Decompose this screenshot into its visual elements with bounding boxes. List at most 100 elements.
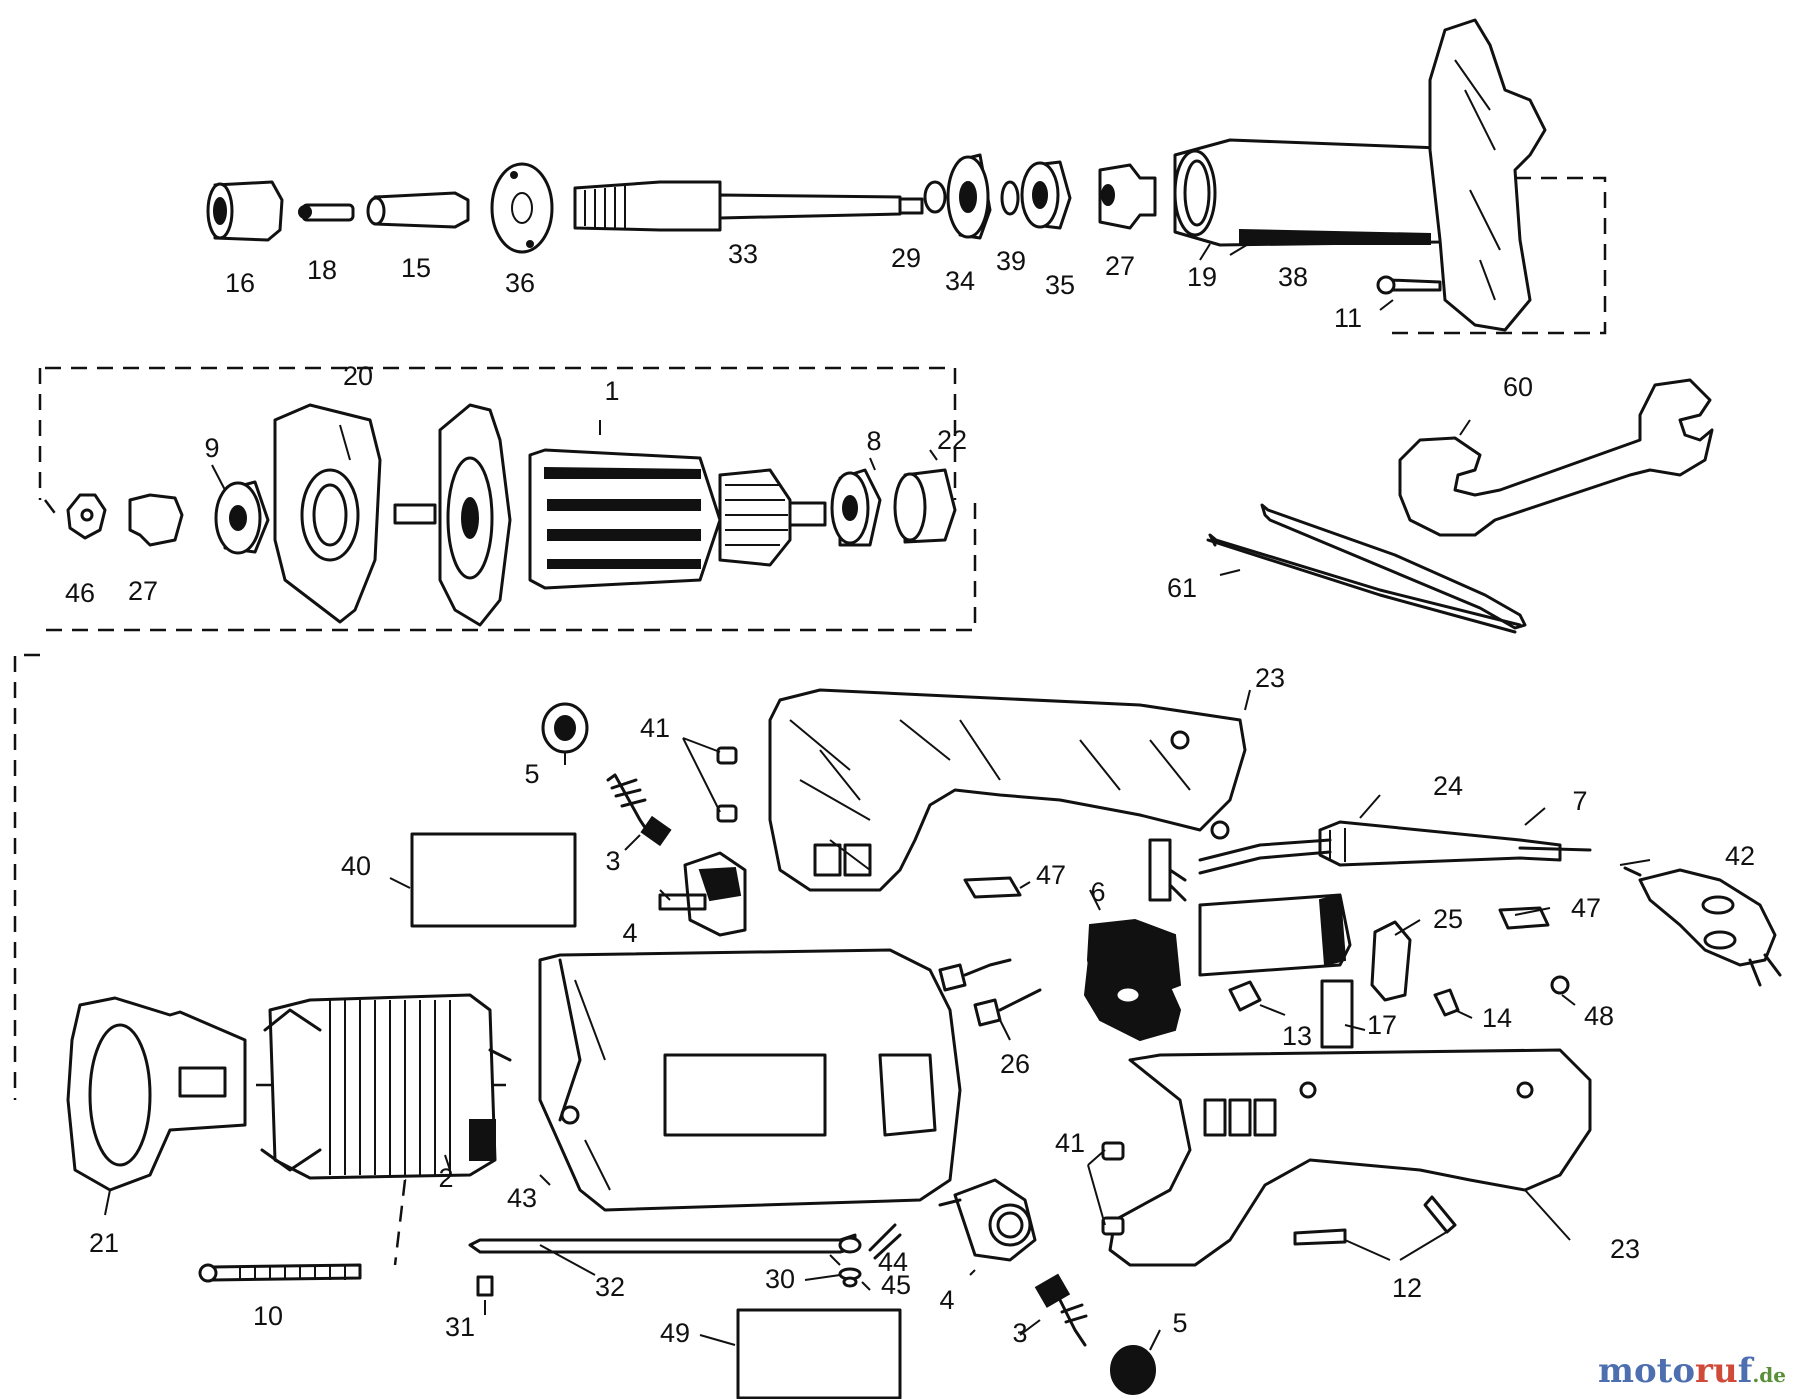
label-35: 35: [1045, 270, 1075, 300]
part-9-bearing: [214, 480, 270, 555]
leader-lines: [104, 239, 1651, 1351]
label-9: 9: [204, 433, 219, 463]
label-23b: 23: [1610, 1234, 1640, 1264]
label-13: 13: [1282, 1021, 1312, 1051]
label-39: 39: [996, 246, 1026, 276]
label-32: 32: [595, 1272, 625, 1302]
part-32-strap: [468, 1223, 902, 1260]
label-61: 61: [1167, 573, 1197, 603]
label-19: 19: [1187, 262, 1217, 292]
label-11: 11: [1334, 303, 1362, 333]
label-47b: 47: [1571, 893, 1601, 923]
part-26-terminals: [938, 958, 1042, 1027]
part-12-screws: [1293, 1195, 1457, 1246]
label-44: 44: [878, 1247, 908, 1277]
label-23a: 23: [1255, 663, 1285, 693]
part-number-labels: 16 18 15 36 33 29 34 39 35 27 19 38 11 2…: [65, 239, 1755, 1348]
part-4-brush-holder-lower: [938, 1178, 1037, 1262]
label-30: 30: [765, 1264, 795, 1294]
label-29: 29: [891, 243, 921, 273]
label-5b: 5: [1172, 1308, 1187, 1338]
part-23-handle-upper: [768, 688, 1247, 892]
part-40-label: [410, 832, 577, 928]
label-38: 38: [1278, 262, 1308, 292]
part-35-bearing: [1020, 160, 1072, 230]
label-46: 46: [65, 578, 95, 608]
label-3b: 3: [1012, 1318, 1027, 1348]
label-22: 22: [937, 425, 967, 455]
part-21-end-shield: [66, 996, 247, 1192]
part-22-sleeve: [893, 468, 957, 544]
part-43-motor-housing: [538, 948, 962, 1212]
part-3-brush-upper: [606, 773, 672, 847]
part-7-cable: [1518, 846, 1592, 852]
label-40: 40: [341, 851, 371, 881]
label-15: 15: [401, 253, 431, 283]
label-36: 36: [505, 268, 535, 298]
part-8-bearing: [830, 468, 882, 547]
part-10-screw: [198, 1263, 362, 1283]
label-34: 34: [945, 266, 975, 296]
part-33-spindle: [573, 180, 924, 232]
label-4a: 4: [622, 918, 637, 948]
part-27-coupler-top: [1098, 163, 1157, 230]
label-18: 18: [307, 255, 337, 285]
label-8: 8: [866, 426, 881, 456]
part-25-clamp: [1370, 920, 1412, 1002]
part-1-armature: [393, 403, 827, 627]
part-27-coupler-mid: [128, 493, 184, 547]
label-6: 6: [1090, 877, 1105, 907]
part-15-collet: [366, 191, 470, 229]
part-31-screw: [476, 1275, 494, 1297]
label-4b: 4: [939, 1285, 954, 1315]
part-60-wrench: [1398, 378, 1714, 537]
label-27a: 27: [1105, 251, 1135, 281]
part-49-label: [736, 1308, 902, 1399]
label-10: 10: [253, 1301, 283, 1331]
part-61-hex-key: [1206, 503, 1527, 634]
label-12: 12: [1392, 1273, 1422, 1303]
label-31: 31: [445, 1312, 475, 1342]
label-41a: 41: [640, 713, 670, 743]
motoruf-watermark: motoruf.de: [1598, 1351, 1786, 1391]
part-5-brush-cap-upper: [541, 702, 589, 754]
part-17-plate: [1320, 979, 1354, 1049]
part-16-nut: [206, 180, 284, 242]
label-60: 60: [1503, 372, 1533, 402]
label-43: 43: [507, 1183, 537, 1213]
part-23-handle-lower: [1108, 1048, 1592, 1267]
label-26: 26: [1000, 1049, 1030, 1079]
watermark-suffix: .de: [1752, 1363, 1786, 1387]
part-47-pad-lower: [1498, 906, 1550, 930]
part-2-field-coil: [260, 993, 512, 1180]
label-48: 48: [1584, 1001, 1614, 1031]
watermark-part-2: ru: [1695, 1351, 1738, 1391]
label-25: 25: [1433, 904, 1463, 934]
label-14: 14: [1482, 1003, 1512, 1033]
part-4-brush-holder-upper: [658, 851, 747, 937]
part-11-screw: [1376, 275, 1442, 295]
label-33: 33: [728, 239, 758, 269]
label-21: 21: [89, 1228, 119, 1258]
part-34-bearing: [946, 153, 992, 240]
part-38-gear-housing: [1173, 18, 1547, 332]
part-6-switch: [1083, 838, 1352, 1042]
part-20-baffle-plate: [273, 403, 382, 624]
label-42: 42: [1725, 841, 1755, 871]
part-47-pad-upper: [963, 876, 1022, 899]
label-5a: 5: [524, 759, 539, 789]
part-41-pins-lower: [1101, 1141, 1125, 1236]
label-20: 20: [343, 361, 373, 391]
label-17: 17: [1367, 1010, 1397, 1040]
label-7: 7: [1572, 786, 1587, 816]
part-18-pin: [298, 203, 355, 222]
label-2: 2: [438, 1163, 453, 1193]
label-3a: 3: [605, 846, 620, 876]
part-36-disc: [490, 162, 554, 254]
part-29-ring: [923, 180, 947, 214]
label-45: 45: [881, 1270, 911, 1300]
watermark-part-1: moto: [1598, 1351, 1696, 1391]
label-27b: 27: [128, 576, 158, 606]
label-24: 24: [1433, 771, 1463, 801]
